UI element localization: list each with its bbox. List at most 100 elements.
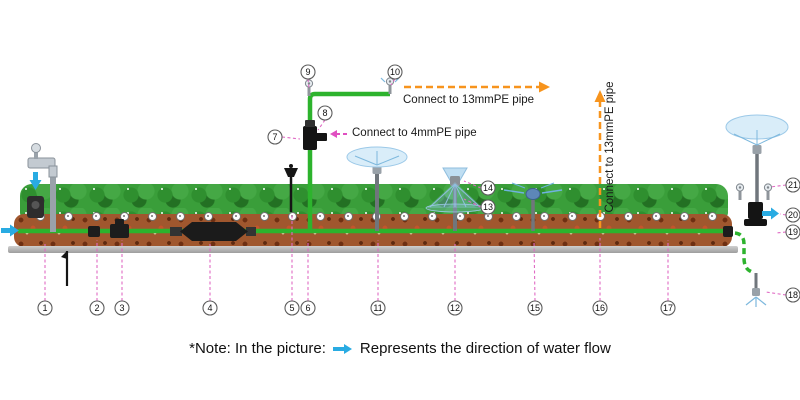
svg-text:8: 8 (322, 108, 327, 118)
label-connect-13mm-vertical: Connect to 13mmPE pipe (604, 81, 616, 213)
sprinkler-15 (503, 182, 563, 231)
leader-line-8 (317, 119, 326, 131)
micro-sprinkler-10 (380, 77, 400, 95)
dripper-emitter (623, 211, 633, 221)
faucet-flow-arrow-icon (29, 172, 42, 190)
svg-text:15: 15 (530, 303, 540, 313)
right-micro-sprinkler-b (763, 183, 773, 201)
svg-text:4: 4 (207, 303, 212, 313)
dripper-emitter (259, 211, 269, 221)
svg-text:20: 20 (788, 210, 798, 220)
svg-text:9: 9 (305, 67, 310, 77)
dripper-emitter (231, 211, 241, 221)
filter-4 (170, 222, 256, 241)
svg-text:12: 12 (450, 303, 460, 313)
svg-text:10: 10 (390, 67, 400, 77)
dripper-emitter (679, 211, 689, 221)
callout-4: 4 (202, 300, 218, 316)
riser-pipe-6 (307, 91, 390, 231)
dripper-emitter (147, 211, 157, 221)
dripper-emitter (63, 211, 73, 221)
svg-text:19: 19 (788, 227, 798, 237)
dripper-emitter (651, 211, 661, 221)
leader-line-7 (281, 136, 301, 140)
down-sprinkler-18 (745, 273, 767, 307)
pe13-arrow-top (404, 81, 550, 93)
pipe-end-cap-17 (723, 226, 733, 237)
drip-stake (61, 251, 69, 286)
dripper-emitter (175, 211, 185, 221)
svg-text:11: 11 (373, 303, 382, 313)
callout-10: 10 (387, 64, 403, 80)
inlet-flow-arrow-icon (1, 224, 19, 237)
svg-text:6: 6 (305, 303, 310, 313)
callout-1: 1 (37, 300, 53, 316)
label-connect-13mm-top: Connect to 13mmPE pipe (403, 94, 535, 106)
note: *Note: In the picture: Represents the di… (0, 340, 800, 357)
sprayer-11 (346, 146, 408, 231)
svg-text:1: 1 (42, 303, 47, 313)
leader-line-20 (779, 213, 787, 216)
callout-21: 21 (785, 177, 800, 193)
water-flow-arrow-icon (332, 343, 352, 354)
callout-14: 14 (480, 180, 496, 196)
leader-line-19 (775, 231, 787, 234)
svg-text:17: 17 (663, 303, 673, 313)
svg-text:2: 2 (94, 303, 99, 313)
callout-20: 20 (785, 207, 800, 223)
dripper-emitter (707, 211, 717, 221)
leader-line-9 (307, 78, 310, 89)
sprinkler-12 (425, 167, 485, 231)
svg-text:21: 21 (788, 180, 798, 190)
note-suffix: Represents the direction of water flow (359, 340, 611, 357)
callout-18: 18 (785, 287, 800, 303)
pe4-arrow (330, 130, 347, 138)
leader-line-15 (533, 239, 536, 302)
callout-8: 8 (317, 105, 333, 121)
callout-13: 13 (480, 199, 496, 215)
svg-text:18: 18 (788, 290, 798, 300)
dripper-emitter (203, 211, 213, 221)
leader-line-10 (390, 78, 396, 86)
leader-line-18 (765, 291, 787, 296)
dripper-emitter (91, 211, 101, 221)
stake-sprinkler-5 (284, 164, 298, 212)
right-micro-sprinkler-21 (735, 183, 745, 201)
dripper-emitter (343, 211, 353, 221)
pipe-connector-2 (88, 226, 100, 237)
label-connect-4mm: Connect to 4mmPE pipe (352, 127, 477, 139)
callout-16: 16 (592, 300, 608, 316)
callout-6: 6 (300, 300, 316, 316)
svg-text:16: 16 (595, 303, 605, 313)
svg-text:7: 7 (272, 132, 277, 142)
callout-7: 7 (267, 129, 283, 145)
faucet-assembly (27, 143, 58, 232)
leader-line-14 (463, 180, 482, 189)
callout-5: 5 (284, 300, 300, 316)
svg-text:14: 14 (483, 183, 493, 193)
dripper-emitter (511, 211, 521, 221)
callout-3: 3 (114, 300, 130, 316)
callout-19: 19 (785, 224, 800, 240)
pe13-arrow-vertical-16 (594, 90, 606, 228)
callout-15: 15 (527, 300, 543, 316)
note-prefix: *Note: In the picture: (189, 340, 326, 357)
tee-fitting-7-8 (303, 120, 327, 150)
callout-12: 12 (447, 300, 463, 316)
right-manifold-fitting (744, 202, 767, 226)
ground-bar (8, 246, 738, 253)
dripper-emitter (427, 211, 437, 221)
dripper-emitter (399, 211, 409, 221)
callout-17: 17 (660, 300, 676, 316)
dripper-emitter (567, 211, 577, 221)
right-riser-sprinkler (725, 114, 789, 208)
svg-text:5: 5 (289, 303, 294, 313)
callout-9: 9 (300, 64, 316, 80)
leader-line-21 (769, 184, 787, 188)
svg-text:13: 13 (483, 202, 493, 212)
dripper-emitter (315, 211, 325, 221)
pe-branch-dashed-19 (734, 231, 755, 275)
